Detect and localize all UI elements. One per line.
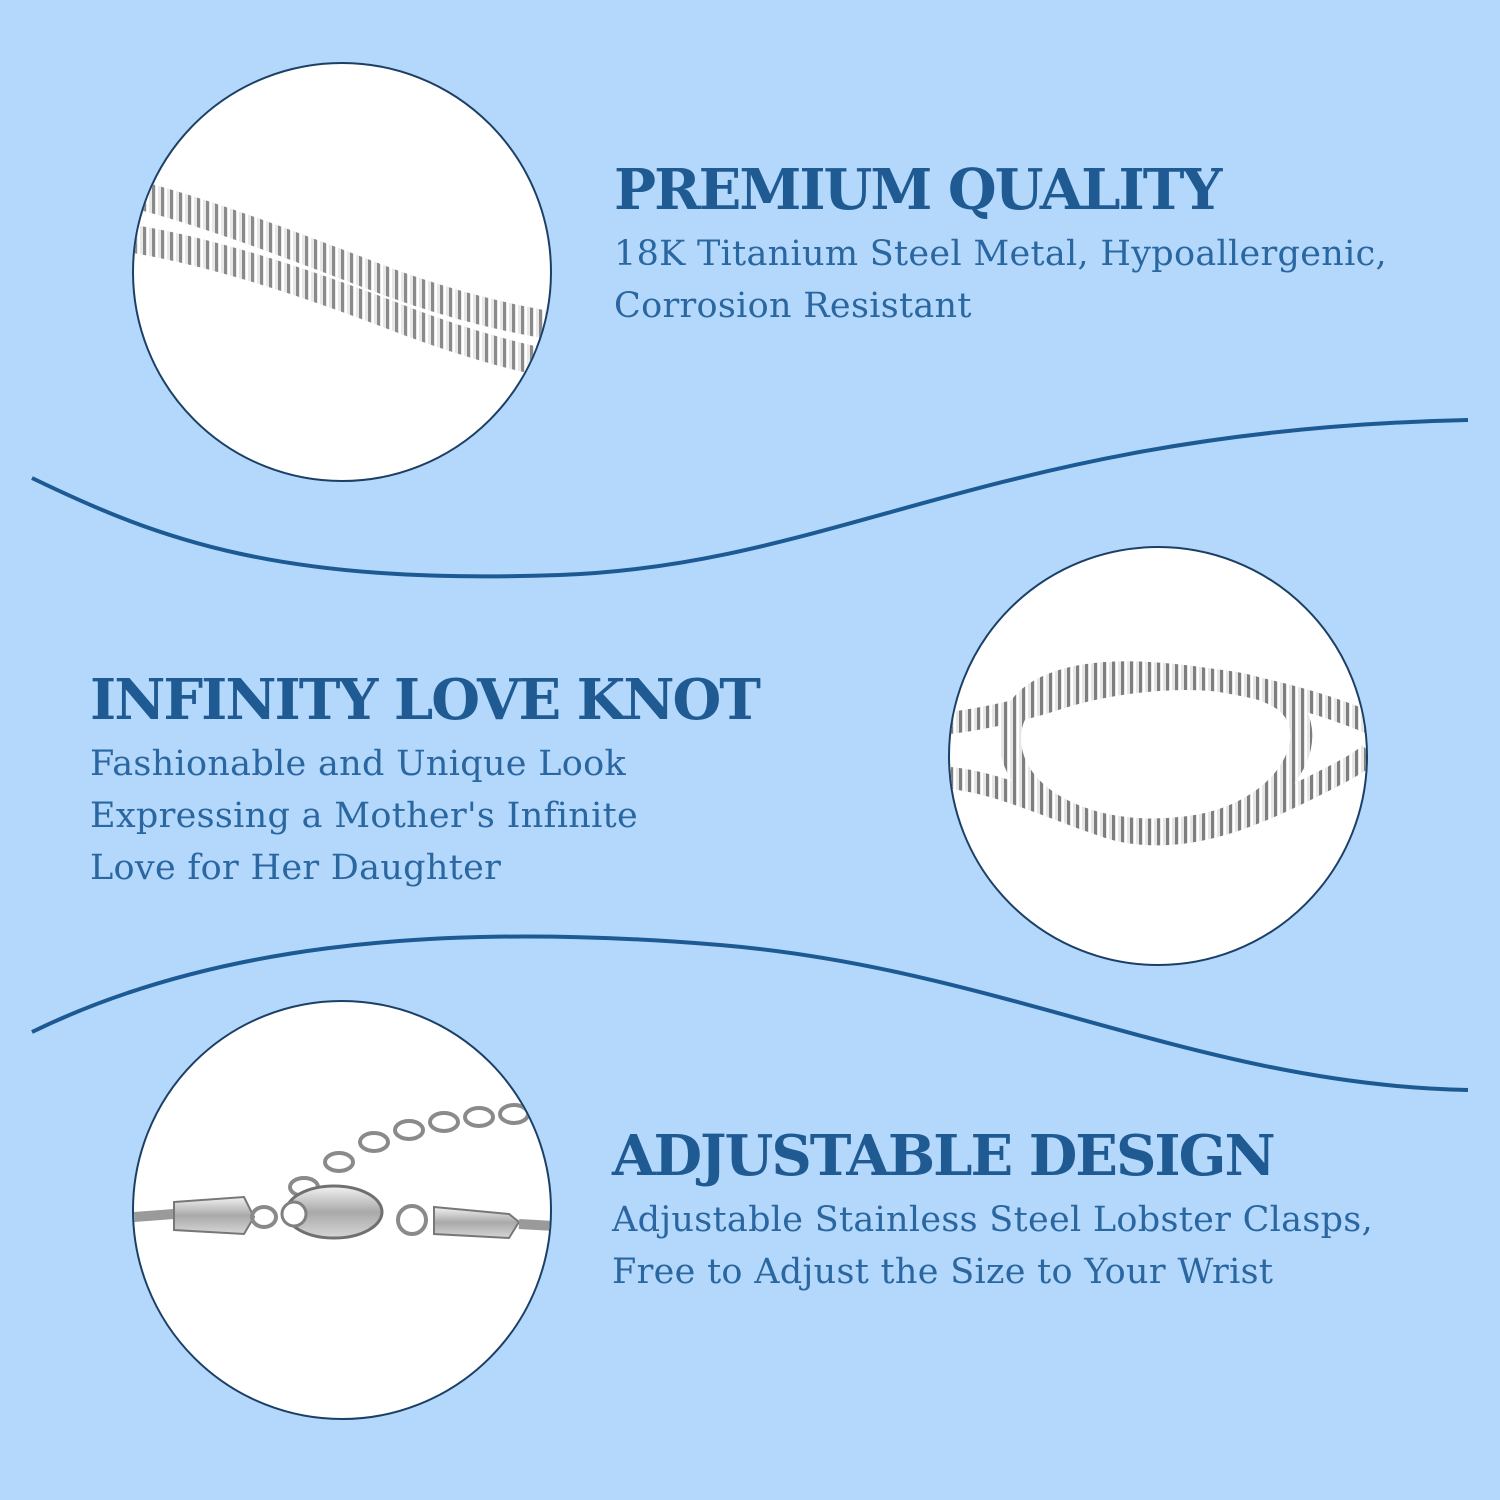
feature-title: INFINITY LOVE KNOT [90, 667, 761, 733]
feature-line: Love for Her Daughter [90, 848, 502, 888]
feature-line: Adjustable Stainless Steel Lobster Clasp… [612, 1200, 1373, 1240]
love-knot-icon [950, 661, 1366, 846]
snake-chain-icon [134, 180, 550, 378]
feature-premium-quality: PREMIUM QUALITY 18K Titanium Steel Metal… [614, 158, 1387, 332]
feature-title: ADJUSTABLE DESIGN [612, 1123, 1276, 1189]
feature-line: 18K Titanium Steel Metal, Hypoallergenic… [614, 234, 1387, 274]
wave-line-1 [31, 418, 1469, 579]
feature-infinity-love-knot: INFINITY LOVE KNOT Fashionable and Uniqu… [90, 667, 761, 894]
wave-line-2 [31, 934, 1469, 1092]
love-knot-image [948, 546, 1368, 966]
lobster-clasp-icon [134, 1101, 550, 1240]
lobster-clasp-image [132, 1000, 552, 1420]
feature-line: Free to Adjust the Size to Your Wrist [612, 1252, 1274, 1292]
feature-adjustable-design: ADJUSTABLE DESIGN Adjustable Stainless S… [612, 1124, 1373, 1298]
feature-line: Corrosion Resistant [614, 286, 972, 326]
snake-chain-image [132, 62, 552, 482]
feature-line: Fashionable and Unique Look [90, 744, 627, 784]
feature-title: PREMIUM QUALITY [614, 157, 1222, 223]
feature-line: Expressing a Mother's Infinite [90, 796, 639, 836]
